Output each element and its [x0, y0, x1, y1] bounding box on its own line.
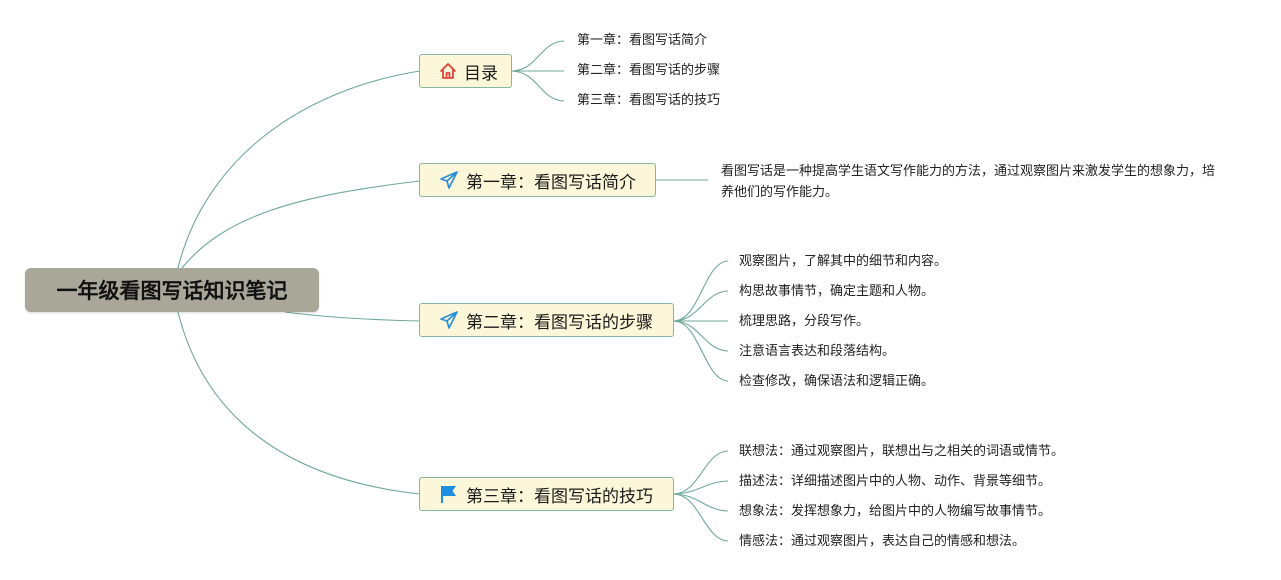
- branch-toc[interactable]: 目录: [419, 54, 512, 88]
- toc-item-1[interactable]: 第一章：看图写话简介: [577, 33, 708, 48]
- flag-icon: [438, 483, 460, 505]
- connector-ch3-2: [673, 480, 729, 495]
- root-label: 一年级看图写话知识笔记: [56, 279, 288, 303]
- connector-ch2-5: [673, 320, 729, 382]
- branch-chapter-1-label: 第一章：看图写话简介: [466, 172, 636, 193]
- chapter-2-step-5[interactable]: 检查修改，确保语法和逻辑正确。: [739, 374, 935, 389]
- home-icon: [438, 60, 458, 82]
- branch-chapter-3-label: 第三章：看图写话的技巧: [466, 486, 653, 507]
- paper-plane-icon: [438, 169, 460, 191]
- branch-chapter-3[interactable]: 第三章：看图写话的技巧: [419, 477, 674, 511]
- connector-ch3-4: [673, 493, 729, 542]
- toc-item-3[interactable]: 第三章：看图写话的技巧: [577, 93, 721, 108]
- connector-toc-3: [511, 70, 565, 102]
- branch-chapter-2[interactable]: 第二章：看图写话的步骤: [419, 303, 674, 337]
- chapter-3-tip-1[interactable]: 联想法：通过观察图片，联想出与之相关的词语或情节。: [739, 444, 1065, 459]
- chapter-2-step-2[interactable]: 构思故事情节，确定主题和人物。: [739, 284, 935, 299]
- branch-chapter-1[interactable]: 第一章：看图写话简介: [419, 163, 656, 197]
- root-node[interactable]: 一年级看图写话知识笔记: [25, 268, 319, 312]
- branch-toc-label: 目录: [464, 63, 498, 84]
- connector-ch2-2: [673, 290, 729, 322]
- paper-plane-icon: [438, 309, 460, 331]
- chapter-3-tip-3[interactable]: 想象法：发挥想象力，给图片中的人物编写故事情节。: [739, 504, 1052, 519]
- connector-ch3-3: [673, 493, 729, 512]
- chapter-3-tip-2[interactable]: 描述法：详细描述图片中的人物、动作、背景等细节。: [739, 474, 1052, 489]
- chapter-1-description[interactable]: 看图写话是一种提高学生语文写作能力的方法，通过观察图片来激发学生的想象力，培养他…: [721, 164, 1216, 200]
- branch-chapter-2-label: 第二章：看图写话的步骤: [466, 312, 653, 333]
- chapter-2-step-4[interactable]: 注意语言表达和段落结构。: [739, 344, 896, 359]
- chapter-2-step-1[interactable]: 观察图片，了解其中的细节和内容。: [739, 254, 948, 269]
- connector-root-ch3: [177, 311, 421, 495]
- connector-root-toc: [177, 70, 421, 269]
- connector-ch2-1: [673, 260, 729, 322]
- connector-root-ch1: [181, 180, 421, 269]
- toc-item-2[interactable]: 第二章：看图写话的步骤: [577, 63, 721, 78]
- connector-root-ch2: [284, 311, 421, 322]
- chapter-3-tip-4[interactable]: 情感法：通过观察图片，表达自己的情感和想法。: [739, 534, 1026, 549]
- connector-ch3-1: [673, 450, 729, 495]
- connector-toc-1: [511, 40, 565, 72]
- connector-ch2-4: [673, 320, 729, 352]
- chapter-2-step-3[interactable]: 梳理思路，分段写作。: [739, 314, 870, 329]
